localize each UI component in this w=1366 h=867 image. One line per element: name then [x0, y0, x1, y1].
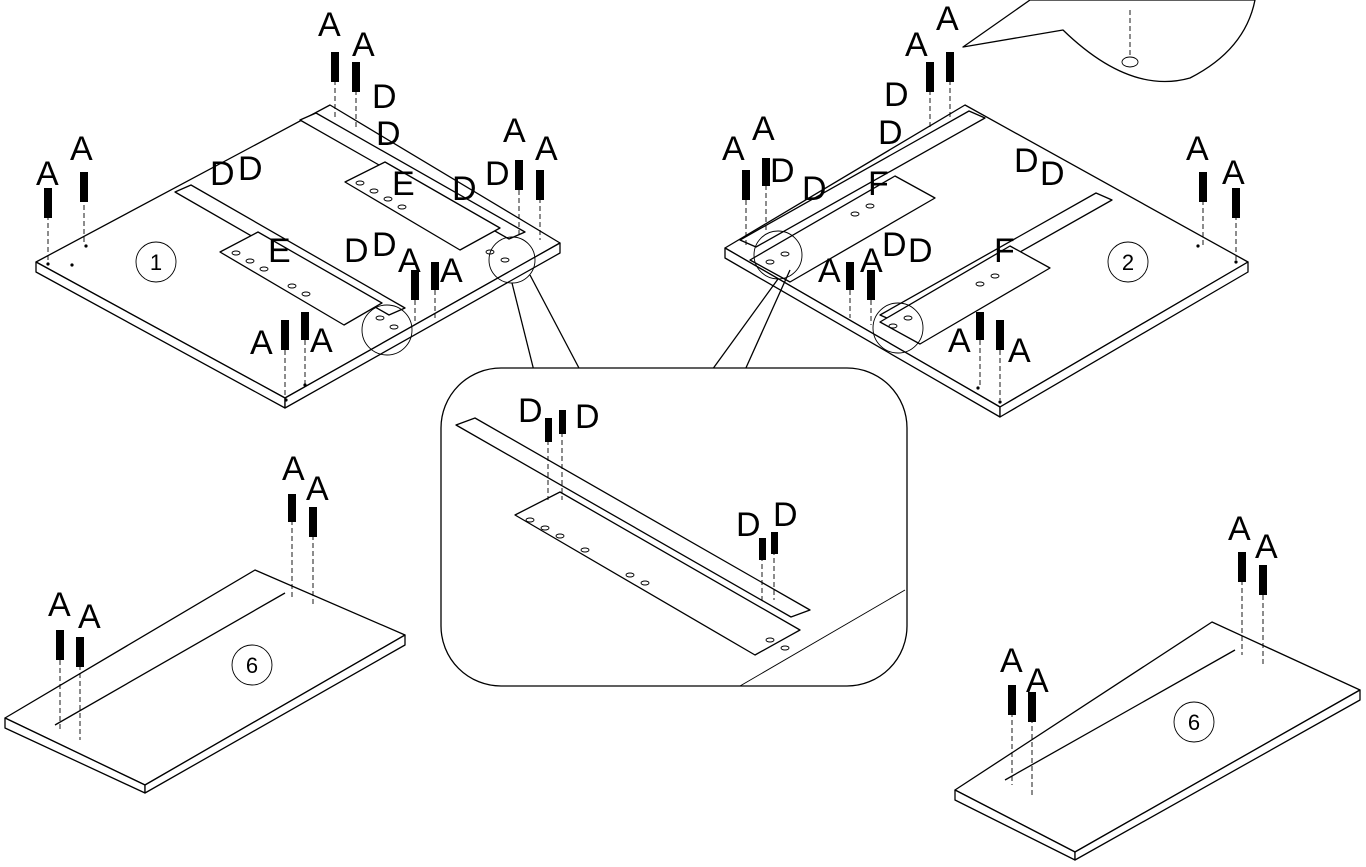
- label-a: A: [1222, 154, 1245, 192]
- cam-pins: [44, 52, 1267, 722]
- label-a: A: [440, 252, 463, 290]
- panel-6-right: 6: [954, 580, 1361, 861]
- label-d: D: [802, 170, 827, 208]
- label-e: E: [392, 165, 415, 203]
- label-f: F: [868, 165, 889, 203]
- label-a: A: [78, 598, 101, 636]
- label-a: A: [250, 324, 273, 362]
- label-a: A: [70, 130, 93, 168]
- label-a: A: [36, 155, 59, 193]
- label-a: A: [1008, 332, 1031, 370]
- part-number-2: 2: [1122, 250, 1134, 275]
- label-d: D: [376, 115, 401, 153]
- label-d: D: [1040, 155, 1065, 193]
- label-a: A: [936, 0, 959, 38]
- label-a: A: [905, 26, 928, 64]
- panel-6-left: 6: [4, 520, 406, 794]
- label-a: A: [282, 450, 305, 488]
- panel-2: 2: [724, 104, 1249, 418]
- detail-callout: [440, 269, 908, 687]
- label-d: D: [372, 78, 397, 116]
- label-e: E: [268, 232, 291, 270]
- label-d: D: [452, 170, 477, 208]
- label-a: A: [503, 112, 526, 150]
- label-a: A: [48, 586, 71, 624]
- label-a: A: [1026, 662, 1049, 700]
- label-d: D: [908, 232, 933, 270]
- label-d: D: [882, 226, 907, 264]
- label-a: A: [310, 322, 333, 360]
- label-d: D: [575, 398, 600, 436]
- label-a: A: [535, 130, 558, 168]
- label-d: D: [878, 114, 903, 152]
- label-a: A: [398, 242, 421, 280]
- label-d: D: [372, 226, 397, 264]
- part-number-6-right: 6: [1188, 710, 1200, 735]
- label-d: D: [736, 506, 761, 544]
- part-number-6-left: 6: [246, 653, 258, 678]
- magnifier-callout: [962, 0, 1256, 83]
- label-a: A: [860, 242, 883, 280]
- label-d: D: [210, 155, 235, 193]
- label-d: D: [884, 76, 909, 114]
- panel-1: 1: [35, 104, 561, 409]
- label-a: A: [1228, 510, 1251, 548]
- label-a: A: [306, 470, 329, 508]
- label-d: D: [238, 150, 263, 188]
- label-d: D: [518, 392, 543, 430]
- label-a: A: [752, 110, 775, 148]
- label-d: D: [770, 152, 795, 190]
- part-number-1: 1: [150, 250, 162, 275]
- label-d: D: [1014, 142, 1039, 180]
- label-d: D: [485, 155, 510, 193]
- label-d: D: [344, 232, 369, 270]
- label-a: A: [948, 322, 971, 360]
- label-d: D: [773, 496, 798, 534]
- label-a: A: [1186, 130, 1209, 168]
- hardware-labels: A A A A A A A A A A A A A A A A A A A A …: [36, 0, 1278, 700]
- label-a: A: [352, 26, 375, 64]
- label-a: A: [722, 130, 745, 168]
- label-a: A: [818, 252, 841, 290]
- label-f: F: [994, 232, 1015, 270]
- label-a: A: [1000, 642, 1023, 680]
- label-a: A: [318, 6, 341, 44]
- label-a: A: [1255, 528, 1278, 566]
